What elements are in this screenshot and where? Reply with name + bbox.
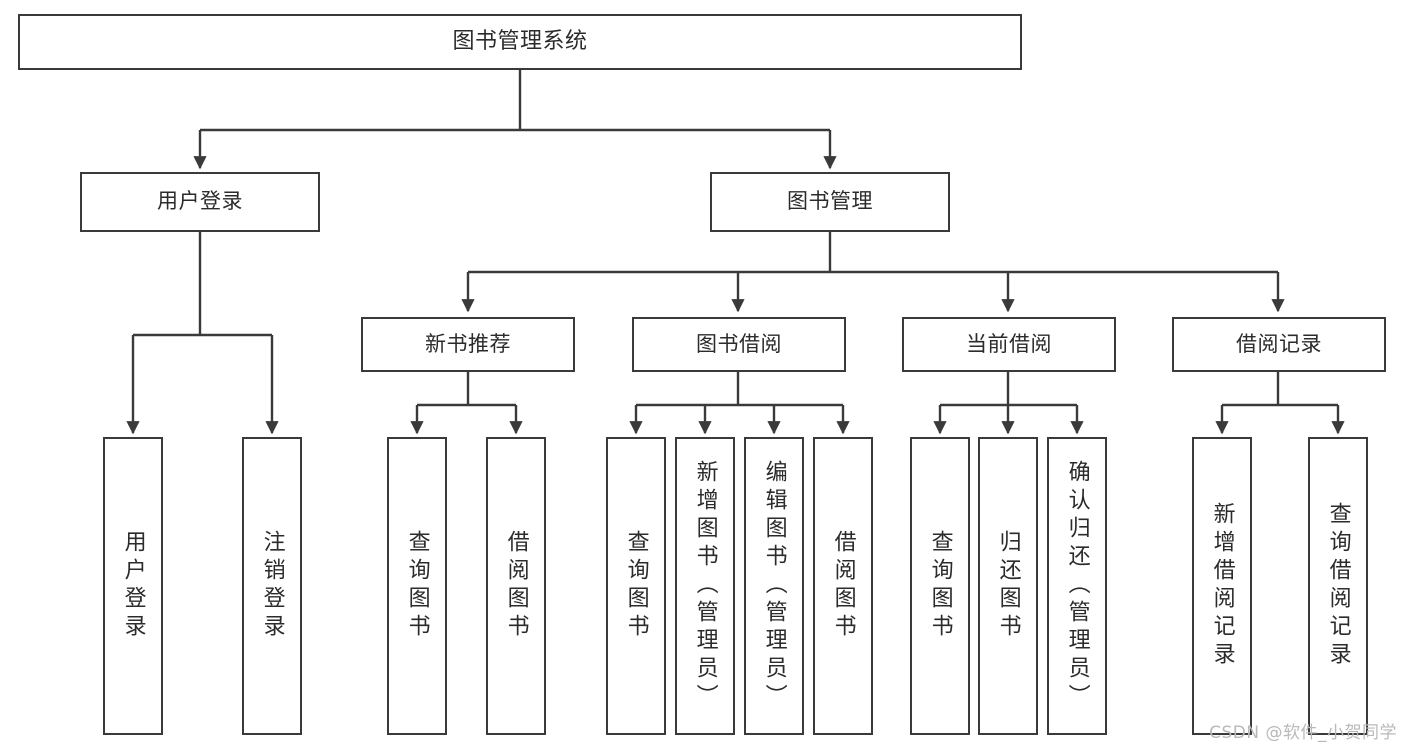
node-label: 借阅图书 (830, 530, 856, 642)
node-label: 借阅图书 (503, 530, 529, 642)
node-leaf-borrow-borrow-book[interactable]: 借阅图书 (813, 437, 873, 735)
node-label: 借阅记录 (1236, 331, 1322, 356)
node-new-book-recommend[interactable]: 新书推荐 (361, 317, 575, 372)
node-leaf-current-query-book[interactable]: 查询图书 (910, 437, 970, 735)
node-label: 查询借阅记录 (1325, 502, 1351, 670)
node-label: 查询图书 (404, 530, 430, 642)
node-leaf-record-add[interactable]: 新增借阅记录 (1192, 437, 1252, 735)
node-leaf-borrow-query-book[interactable]: 查询图书 (606, 437, 666, 735)
node-label: 新书推荐 (425, 331, 511, 356)
node-label: 新增借阅记录 (1209, 502, 1235, 670)
node-borrow-record[interactable]: 借阅记录 (1172, 317, 1386, 372)
node-label: 用户登录 (120, 530, 146, 642)
node-label: 图书借阅 (696, 331, 782, 356)
node-label: 图书管理 (787, 189, 873, 214)
node-book-management[interactable]: 图书管理 (710, 172, 950, 232)
node-label: 用户登录 (157, 189, 243, 214)
node-leaf-borrow-edit-book[interactable]: 编辑图书（管理员） (744, 437, 804, 735)
node-leaf-user-login-logout[interactable]: 注销登录 (242, 437, 302, 735)
node-label: 确认归还（管理员） (1064, 460, 1090, 712)
node-leaf-new-book-query[interactable]: 查询图书 (387, 437, 447, 735)
csdn-watermark: CSDN @软件_小贺同学 (1209, 723, 1397, 743)
node-current-borrow[interactable]: 当前借阅 (902, 317, 1116, 372)
node-book-borrow[interactable]: 图书借阅 (632, 317, 846, 372)
node-label: 查询图书 (623, 530, 649, 642)
node-leaf-record-query[interactable]: 查询借阅记录 (1308, 437, 1368, 735)
node-leaf-borrow-add-book[interactable]: 新增图书（管理员） (675, 437, 735, 735)
node-label: 注销登录 (259, 530, 285, 642)
node-leaf-current-confirm-return[interactable]: 确认归还（管理员） (1047, 437, 1107, 735)
node-user-login[interactable]: 用户登录 (80, 172, 320, 232)
node-label: 归还图书 (995, 530, 1021, 642)
node-label: 当前借阅 (966, 331, 1052, 356)
node-leaf-current-return-book[interactable]: 归还图书 (978, 437, 1038, 735)
node-label: 图书管理系统 (452, 28, 588, 54)
node-leaf-user-login-login[interactable]: 用户登录 (103, 437, 163, 735)
node-leaf-new-book-borrow[interactable]: 借阅图书 (486, 437, 546, 735)
node-label: 查询图书 (927, 530, 953, 642)
node-label: 新增图书（管理员） (692, 460, 718, 712)
node-root-system[interactable]: 图书管理系统 (18, 14, 1022, 70)
node-label: 编辑图书（管理员） (761, 460, 787, 712)
